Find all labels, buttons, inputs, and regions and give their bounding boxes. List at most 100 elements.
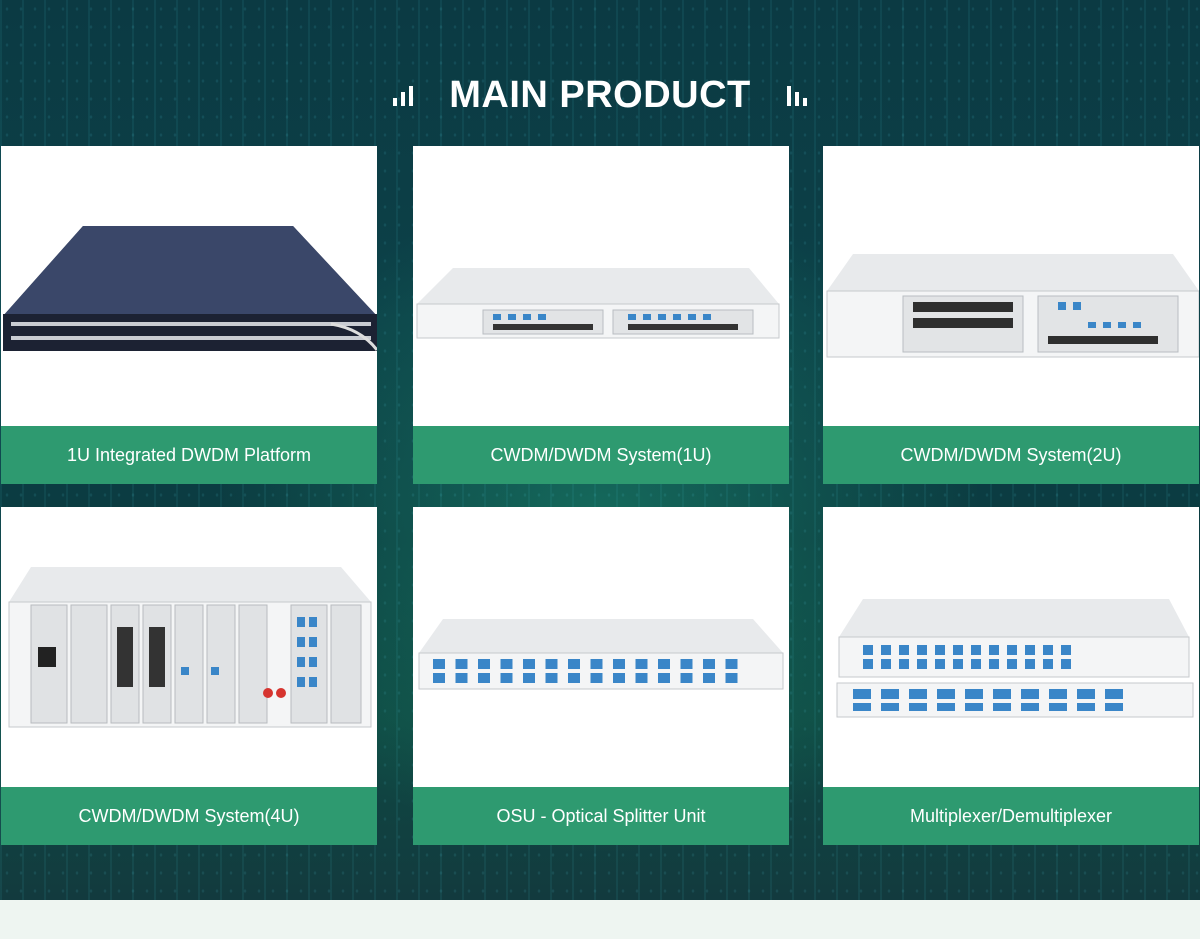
fiber-port	[965, 703, 983, 711]
fiber-port	[568, 673, 580, 683]
fiber-port	[433, 673, 445, 683]
rack-1u-dark-image	[3, 226, 377, 351]
fiber-port	[881, 659, 891, 669]
fiber-port	[993, 703, 1011, 711]
fiber-port	[523, 659, 535, 669]
fiber-port	[703, 659, 715, 669]
fiber-port	[1061, 645, 1071, 655]
product-label: 1U Integrated DWDM Platform	[1, 426, 377, 484]
fiber-port	[937, 703, 955, 711]
fiber-port	[1105, 703, 1123, 711]
fiber-port	[899, 645, 909, 655]
fiber-port	[545, 673, 558, 683]
fiber-port	[1077, 703, 1095, 711]
fiber-port	[953, 645, 963, 655]
fiber-port	[1025, 645, 1035, 655]
fiber-port	[613, 659, 625, 669]
fiber-port	[971, 645, 981, 655]
fiber-port	[899, 659, 909, 669]
fiber-port	[1025, 659, 1035, 669]
fiber-port	[680, 659, 693, 669]
fiber-port	[658, 673, 670, 683]
fiber-port	[613, 673, 625, 683]
fiber-port	[1043, 659, 1053, 669]
fiber-port	[1021, 703, 1039, 711]
fiber-port	[909, 689, 927, 699]
rack-splitter-image	[418, 619, 784, 690]
fiber-port	[937, 689, 955, 699]
fiber-port	[953, 659, 963, 669]
section-title: MAIN PRODUCT	[449, 73, 751, 116]
fiber-port	[863, 645, 873, 655]
product-image	[823, 146, 1199, 426]
fiber-port	[725, 659, 738, 669]
fiber-port	[590, 673, 603, 683]
fiber-port	[1049, 703, 1067, 711]
product-image	[1, 146, 377, 426]
fiber-port	[478, 659, 490, 669]
fiber-port	[1077, 689, 1095, 699]
fiber-port	[989, 659, 999, 669]
rack-2u-white-image	[826, 254, 1199, 358]
fiber-port	[935, 645, 945, 655]
fiber-port	[500, 673, 513, 683]
section-heading: MAIN PRODUCT	[0, 70, 1200, 120]
fiber-port	[455, 659, 468, 669]
fiber-port	[917, 659, 927, 669]
rack-4u-white-image	[8, 567, 372, 728]
fiber-port	[935, 659, 945, 669]
fiber-port	[658, 659, 670, 669]
rack-mux-demux-image	[836, 599, 1194, 718]
fiber-port	[1007, 659, 1017, 669]
fiber-port	[478, 673, 490, 683]
fiber-port	[1021, 689, 1039, 699]
fiber-port	[863, 659, 873, 669]
fiber-port	[853, 703, 871, 711]
fiber-port	[853, 689, 871, 699]
fiber-port	[993, 689, 1011, 699]
product-label: CWDM/DWDM System(2U)	[823, 426, 1199, 484]
product-card-cwdm-dwdm-2u[interactable]: CWDM/DWDM System(2U)	[823, 146, 1199, 484]
signal-bars-right-icon	[786, 84, 807, 106]
fiber-port	[917, 645, 927, 655]
bottom-strip	[0, 900, 1200, 939]
product-image	[823, 507, 1199, 787]
fiber-port	[965, 689, 983, 699]
fiber-port	[680, 673, 693, 683]
fiber-port	[590, 659, 603, 669]
product-image	[413, 146, 789, 426]
fiber-port	[1049, 689, 1067, 699]
fiber-port	[635, 673, 648, 683]
fiber-port	[703, 673, 715, 683]
fiber-port	[635, 659, 648, 669]
product-card-multiplexer-demultiplexer[interactable]: Multiplexer/Demultiplexer	[823, 507, 1199, 845]
product-label: CWDM/DWDM System(4U)	[1, 787, 377, 845]
fiber-port	[881, 689, 899, 699]
fiber-port	[909, 703, 927, 711]
fiber-port	[455, 673, 468, 683]
fiber-port	[523, 673, 535, 683]
product-image	[413, 507, 789, 787]
fiber-port	[568, 659, 580, 669]
fiber-port	[725, 673, 738, 683]
fiber-port	[971, 659, 981, 669]
fiber-port	[545, 659, 558, 669]
fiber-port	[1043, 645, 1053, 655]
product-label: CWDM/DWDM System(1U)	[413, 426, 789, 484]
product-card-osu-optical-splitter[interactable]: OSU - Optical Splitter Unit	[413, 507, 789, 845]
fiber-port	[1007, 645, 1017, 655]
fiber-port	[1105, 689, 1123, 699]
fiber-port	[989, 645, 999, 655]
product-card-cwdm-dwdm-1u[interactable]: CWDM/DWDM System(1U)	[413, 146, 789, 484]
product-card-cwdm-dwdm-4u[interactable]: CWDM/DWDM System(4U)	[1, 507, 377, 845]
fiber-port	[433, 659, 445, 669]
product-label: Multiplexer/Demultiplexer	[823, 787, 1199, 845]
fiber-port	[1061, 659, 1071, 669]
signal-bars-left-icon	[393, 84, 414, 106]
product-card-1u-integrated-dwdm[interactable]: 1U Integrated DWDM Platform	[1, 146, 377, 484]
fiber-port	[881, 703, 899, 711]
product-image	[1, 507, 377, 787]
product-label: OSU - Optical Splitter Unit	[413, 787, 789, 845]
rack-1u-white-image	[416, 268, 780, 339]
fiber-port	[881, 645, 891, 655]
